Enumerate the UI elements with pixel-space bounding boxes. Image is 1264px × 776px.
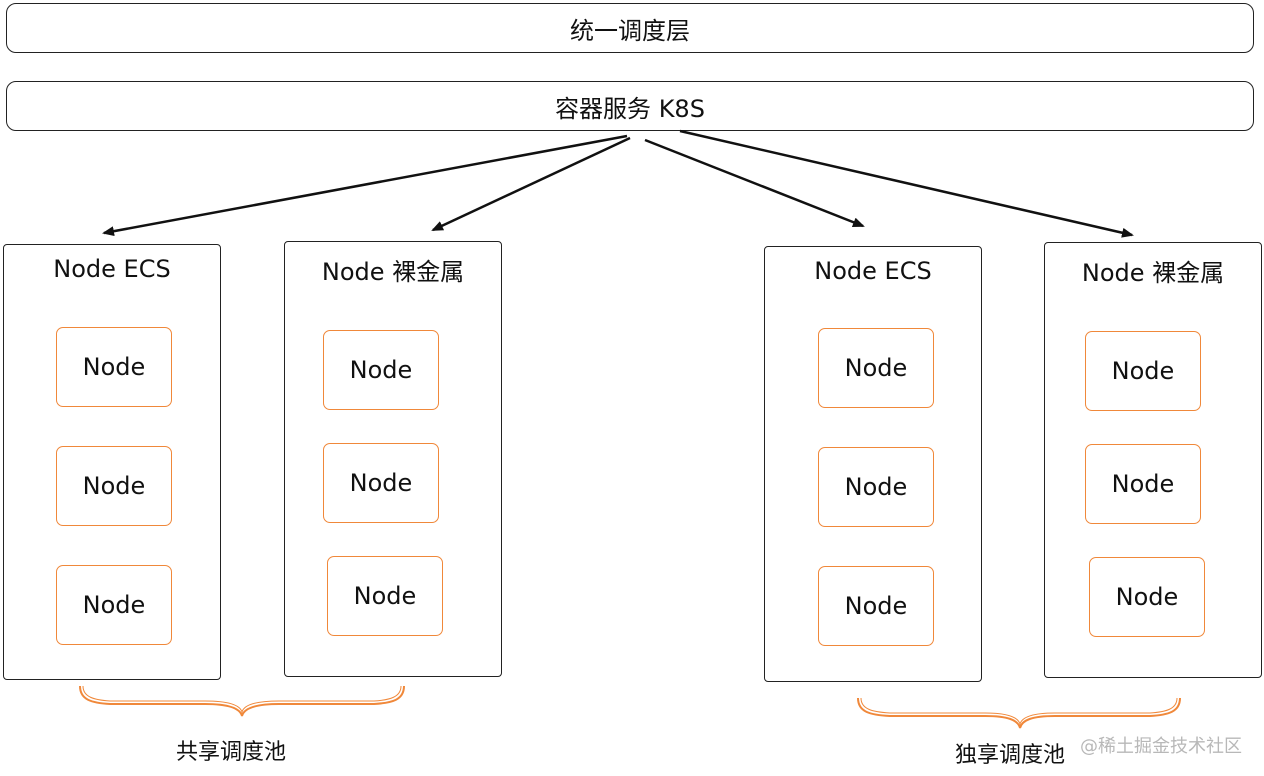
group-title: Node ECS — [53, 255, 171, 283]
arrow-to-group-4 — [679, 129, 1134, 238]
node-group-baremetal-shared: Node 裸金属 Node Node Node — [284, 241, 502, 677]
arrow-to-group-2 — [431, 136, 631, 232]
node-box: Node — [56, 565, 172, 645]
node-box: Node — [56, 327, 172, 407]
unified-scheduling-layer-label: 统一调度层 — [570, 16, 690, 45]
watermark: @稀土掘金技术社区 — [1080, 736, 1242, 757]
node-box: Node — [818, 447, 934, 527]
node-box: Node — [1085, 331, 1201, 411]
node-group-ecs-shared: Node ECS Node Node Node — [3, 244, 221, 680]
node-box: Node — [818, 328, 934, 408]
exclusive-pool-brace — [857, 697, 1181, 729]
arrow-to-group-3 — [644, 138, 865, 228]
k8s-container-service-label: 容器服务 K8S — [555, 94, 705, 123]
k8s-container-service-layer: 容器服务 K8S — [6, 81, 1254, 131]
shared-pool-brace — [79, 685, 405, 717]
node-box: Node — [1085, 444, 1201, 524]
group-title: Node ECS — [814, 257, 932, 285]
node-group-baremetal-exclusive: Node 裸金属 Node Node Node — [1044, 242, 1262, 678]
node-box: Node — [56, 446, 172, 526]
shared-pool-label: 共享调度池 — [176, 740, 287, 765]
node-box: Node — [323, 443, 439, 523]
node-box: Node — [1089, 557, 1205, 637]
arrow-to-group-1 — [102, 134, 628, 237]
unified-scheduling-layer: 统一调度层 — [6, 3, 1254, 53]
node-box: Node — [323, 330, 439, 410]
group-title: Node 裸金属 — [321, 258, 465, 286]
node-box: Node — [327, 556, 443, 636]
node-box: Node — [818, 566, 934, 646]
exclusive-pool-label: 独享调度池 — [955, 743, 1066, 768]
group-title: Node 裸金属 — [1081, 259, 1225, 287]
node-group-ecs-exclusive: Node ECS Node Node Node — [764, 246, 982, 682]
